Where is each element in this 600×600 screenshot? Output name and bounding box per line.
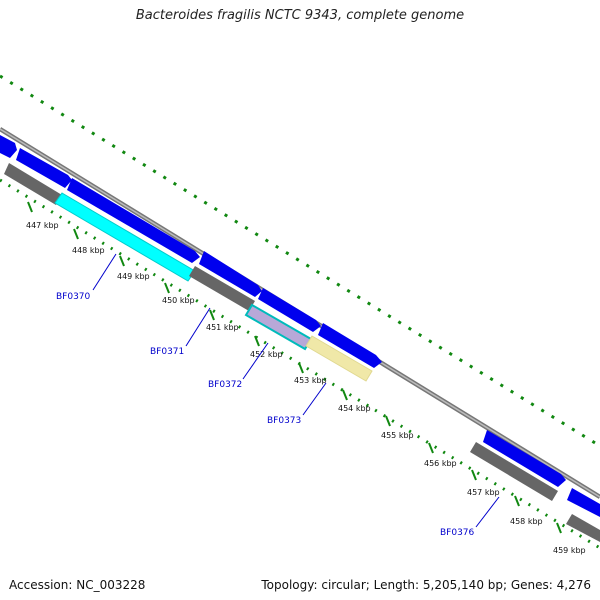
- gene-label-bf0376[interactable]: BF0376: [440, 528, 475, 538]
- major-tick: [514, 495, 520, 507]
- forward-strand: [0, 135, 600, 517]
- cds-forward[interactable]: [67, 178, 200, 263]
- gene-label-bf0371[interactable]: BF0371: [150, 347, 184, 357]
- leader-line: [475, 496, 500, 528]
- major-tick: [119, 255, 125, 267]
- gene-label-bf0372[interactable]: BF0372: [208, 380, 242, 390]
- major-tick: [27, 201, 33, 213]
- gene-bf0373[interactable]: [305, 335, 373, 382]
- major-tick: [73, 228, 79, 240]
- tick-label: 458 kbp: [510, 517, 543, 526]
- major-tick: [298, 362, 304, 374]
- cds-forward[interactable]: [567, 488, 600, 517]
- tick-label: 447 kbp: [26, 221, 59, 230]
- tick-label: 455 kbp: [381, 431, 414, 440]
- gene-label-bf0370[interactable]: BF0370: [56, 292, 91, 302]
- major-tick: [556, 522, 562, 534]
- leader-line: [185, 307, 211, 347]
- major-tick: [164, 282, 170, 294]
- label-leaders: [92, 253, 500, 528]
- tick-label: 452 kbp: [250, 350, 283, 359]
- gene-bf0372[interactable]: [244, 303, 313, 351]
- map-title: Bacteroides fragilis NCTC 9343, complete…: [135, 8, 465, 23]
- tick-label: 456 kbp: [424, 459, 457, 468]
- cds-forward[interactable]: [0, 135, 17, 158]
- cds-forward[interactable]: [16, 148, 72, 188]
- cds-reverse[interactable]: [4, 163, 62, 205]
- major-tick: [428, 442, 434, 454]
- cds-forward[interactable]: [258, 288, 321, 332]
- tick-label: 457 kbp: [467, 488, 500, 497]
- tick-label: 451 kbp: [206, 323, 239, 332]
- gene-bf0370[interactable]: [54, 192, 196, 282]
- gene-bf0371[interactable]: [189, 266, 255, 311]
- leader-line: [302, 382, 327, 416]
- reverse-strand: [4, 163, 600, 542]
- cds-forward[interactable]: [483, 430, 566, 487]
- tick-label: 459 kbp: [553, 546, 586, 555]
- tick-label: 449 kbp: [117, 272, 150, 281]
- tick-labels: 447 kbp 448 kbp 449 kbp 450 kbp 451 kbp …: [26, 221, 586, 555]
- accession-text: Accession: NC_003228: [9, 578, 146, 592]
- genome-summary-text: Topology: circular; Length: 5,205,140 bp…: [261, 578, 591, 592]
- leader-line: [242, 342, 269, 380]
- cds-forward[interactable]: [199, 251, 262, 297]
- gene-labels: BF0370 BF0371 BF0372 BF0373 BF0376: [56, 292, 475, 538]
- gene-bf0376[interactable]: [470, 442, 558, 501]
- tick-label: 450 kbp: [162, 296, 195, 305]
- major-tick: [342, 389, 348, 401]
- tick-label: 453 kbp: [294, 376, 327, 385]
- outer-dotted-ruler: [0, 74, 600, 448]
- tick-label: 448 kbp: [72, 246, 105, 255]
- leader-line: [92, 253, 117, 291]
- outer-ruler-dots: [0, 74, 600, 448]
- major-tick: [209, 309, 215, 321]
- tick-label: 454 kbp: [338, 404, 371, 413]
- cds-forward[interactable]: [318, 323, 382, 368]
- major-tick: [385, 415, 391, 427]
- major-tick: [254, 335, 260, 347]
- inner-ruler: [0, 178, 600, 550]
- gene-label-bf0373[interactable]: BF0373: [267, 416, 301, 426]
- major-tick: [471, 469, 477, 481]
- cds-reverse[interactable]: [566, 514, 600, 542]
